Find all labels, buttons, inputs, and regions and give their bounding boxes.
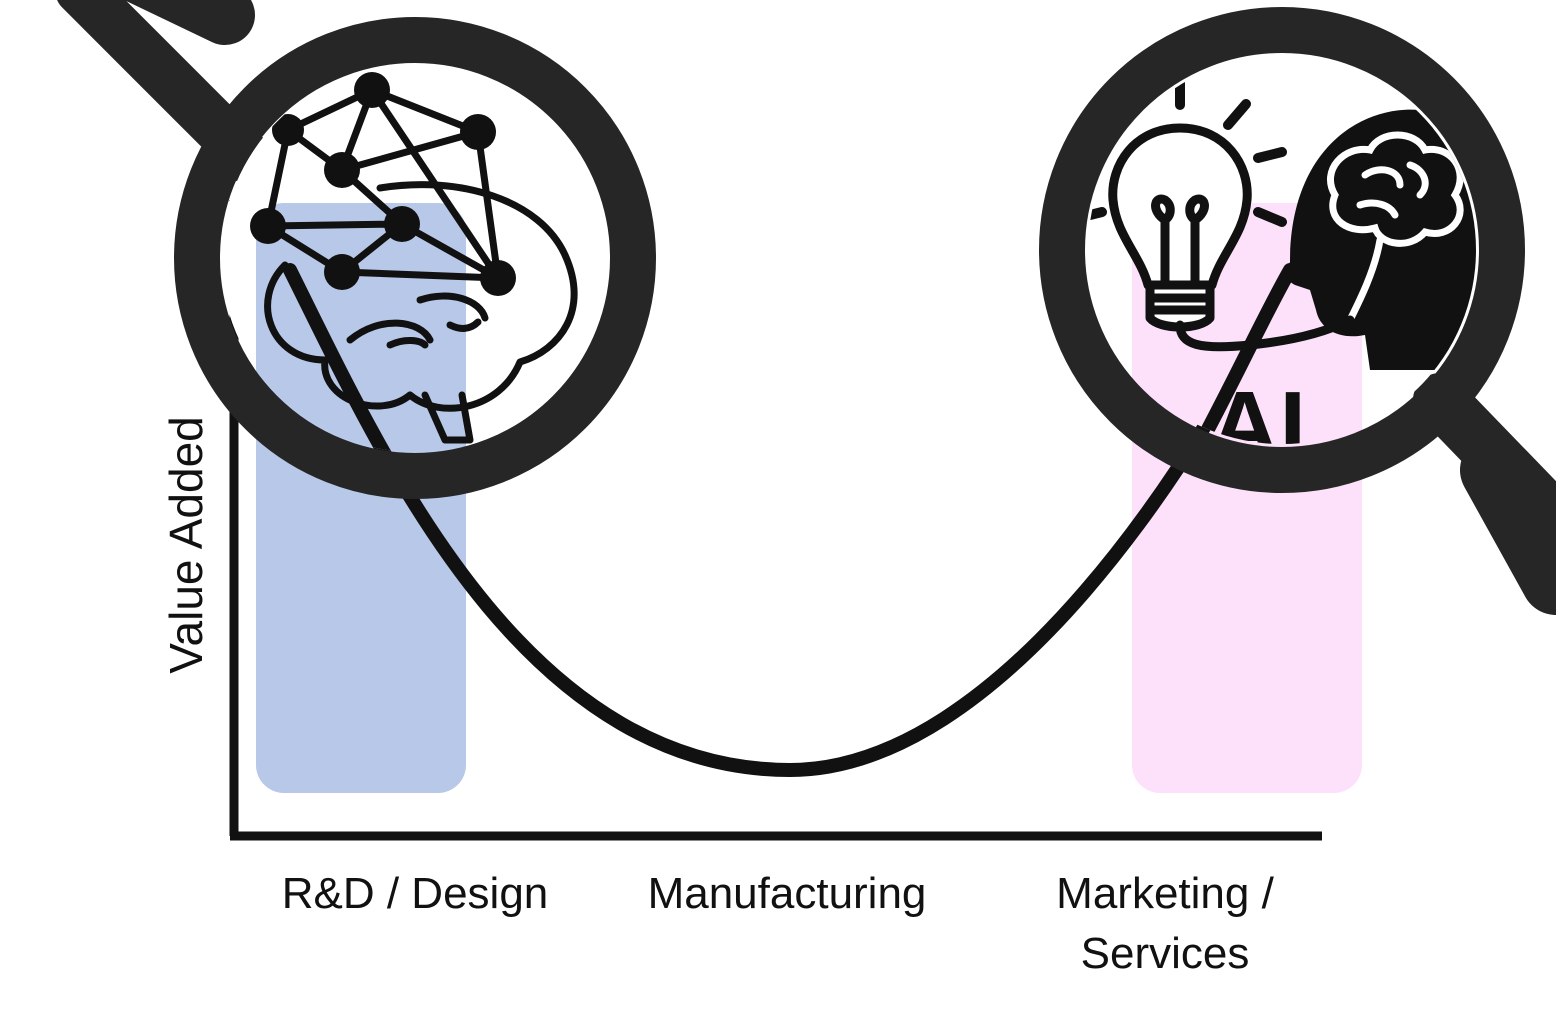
magnifier-left <box>57 0 656 499</box>
stage-label-rd-design: R&D / Design <box>282 869 549 918</box>
stage-label-manufacturing: Manufacturing <box>648 869 927 918</box>
ai-text: AI <box>1210 372 1306 479</box>
brain-in-head-icon <box>1326 131 1464 324</box>
y-axis-label: Value Added <box>160 416 212 674</box>
stage-label-services: Services <box>1081 929 1250 978</box>
magnifier-right: AI <box>1039 7 1556 615</box>
network-nodes <box>250 72 516 296</box>
lightbulb-icon <box>1108 123 1355 352</box>
stage-label-marketing: Marketing / <box>1056 869 1274 918</box>
